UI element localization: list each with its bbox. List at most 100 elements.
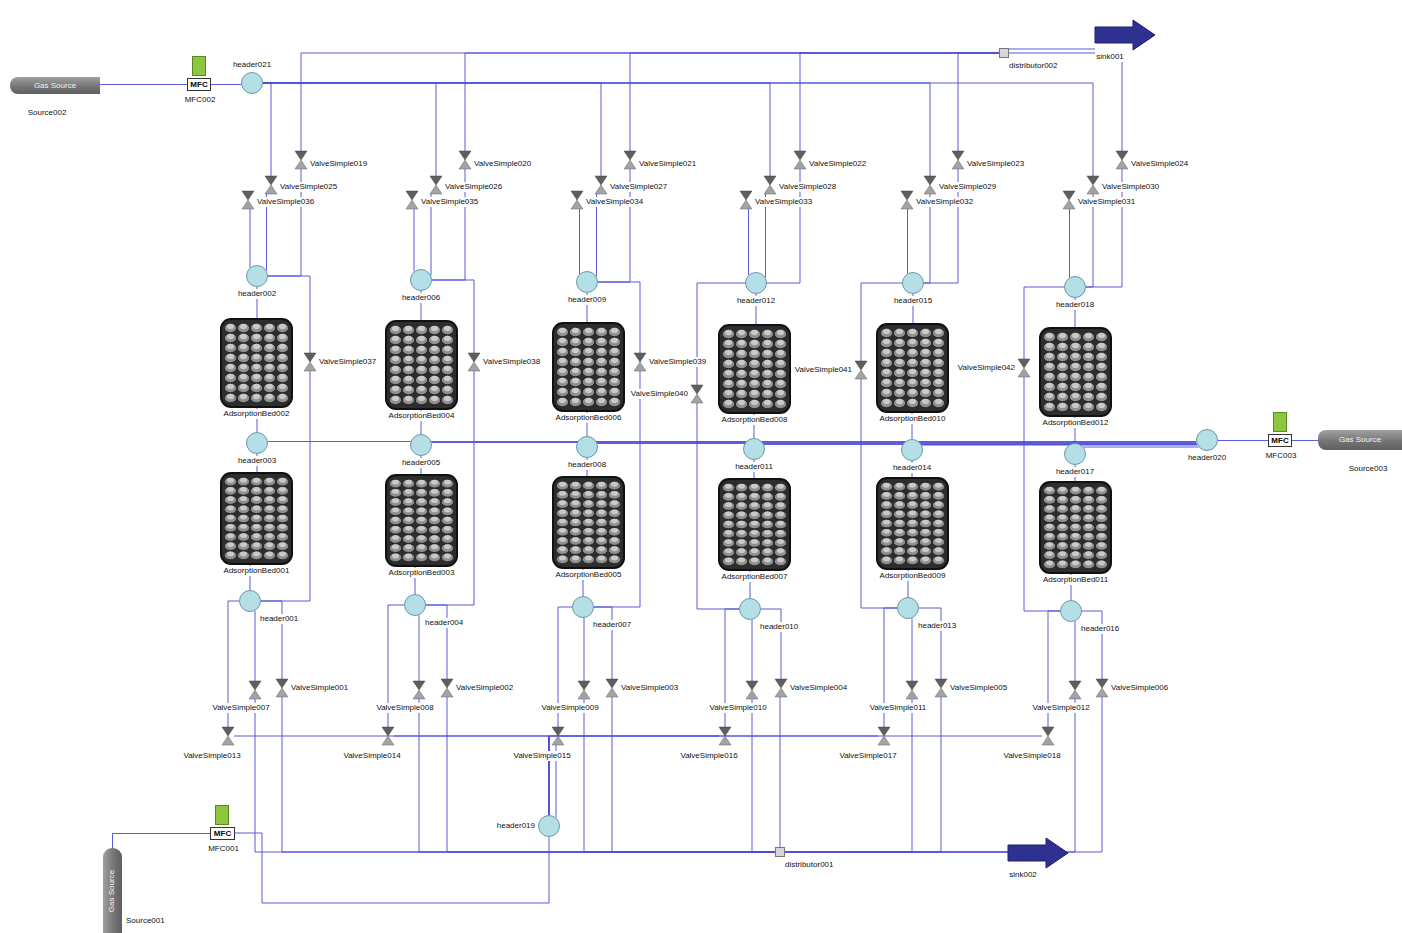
bed-graphic — [385, 320, 458, 410]
header-graphic — [745, 272, 767, 294]
bed-pellet-shine — [431, 498, 438, 503]
bed-pellet — [1043, 392, 1055, 401]
bed-pellet-shine — [1098, 542, 1105, 547]
bed-pellet — [1095, 514, 1107, 523]
bed-pellet-shine — [431, 554, 438, 559]
bed-pellet — [441, 365, 453, 374]
bed-pellet-shine — [431, 535, 438, 540]
bed-pellet-shine — [253, 542, 260, 547]
bed-pellet-shine — [1072, 343, 1079, 349]
bed-pellet — [1056, 523, 1068, 532]
valve-upper — [1087, 176, 1099, 185]
bed-pellet — [880, 510, 892, 519]
bed-pellet-shine — [392, 480, 399, 485]
bed-pellet — [263, 542, 275, 551]
valve-upper — [952, 151, 964, 160]
bed-pellet-shine — [598, 368, 605, 374]
bed-pellet — [389, 498, 401, 507]
bed-pellet — [1095, 392, 1107, 401]
header-circle: header006 — [410, 269, 432, 291]
valve-upper — [901, 191, 913, 200]
valve-lower — [906, 690, 918, 699]
valve-symbol: ValveSimple020 — [459, 151, 471, 169]
bed-pellet — [1069, 332, 1081, 341]
node-label: AdsorptionBed005 — [555, 570, 623, 580]
node-label: header015 — [893, 296, 933, 306]
valve-graphic — [265, 176, 277, 194]
node-label: ValveSimple034 — [585, 197, 644, 207]
bed-pellet — [774, 493, 786, 502]
bed-pellet — [1082, 560, 1094, 569]
bed-pellet — [402, 375, 414, 384]
valve-symbol: ValveSimple034 — [571, 191, 583, 209]
bed-pellet-shine — [585, 368, 592, 374]
bed-pellet — [224, 323, 236, 332]
bed-pellet-shine — [922, 538, 929, 543]
bed-pellet-shine — [598, 491, 605, 496]
bed-pellet — [250, 323, 262, 332]
bed-pellet-shine — [279, 384, 286, 390]
bed-pellet-shine — [1072, 561, 1079, 566]
sink-graphic — [1095, 20, 1155, 50]
bed-pellet — [595, 387, 607, 396]
bed-pellet-shine — [1085, 505, 1092, 510]
bed-pellet-shine — [764, 521, 771, 526]
pipe-line — [907, 209, 908, 273]
header-circle: header020 — [1196, 429, 1218, 451]
header-circle: header015 — [902, 272, 924, 294]
pipe-line — [1075, 621, 1076, 681]
bed-pellet-shine — [240, 496, 247, 501]
bed-pellet-shine — [1085, 363, 1092, 369]
bed-pellet-shine — [431, 517, 438, 522]
valve-upper — [441, 679, 453, 688]
bed-pellet-shine — [431, 346, 438, 352]
bed-pellet-shine — [585, 528, 592, 533]
valve-graphic — [901, 191, 913, 209]
bed-pellet-shine — [935, 510, 942, 515]
bed-pellet-shine — [896, 501, 903, 506]
valve-symbol: ValveSimple033 — [740, 191, 752, 209]
bed-pellet — [1095, 382, 1107, 391]
bed-pellet-shine — [909, 359, 916, 365]
valve-graphic — [1063, 191, 1075, 209]
bed-pellet — [748, 369, 760, 378]
valve-symbol: ValveSimple027 — [595, 176, 607, 194]
bed-pellet — [415, 335, 427, 344]
valve-graphic — [935, 679, 947, 697]
node-label: ValveSimple011 — [869, 703, 928, 713]
bed-pellet — [250, 487, 262, 496]
valve-symbol: ValveSimple038 — [468, 353, 480, 371]
bed-pellet-shine — [598, 328, 605, 334]
node-label: ValveSimple035 — [420, 197, 479, 207]
node-label: ValveSimple005 — [949, 683, 1008, 693]
bed-pellet-shine — [266, 374, 273, 380]
bed-pellet-shine — [585, 328, 592, 334]
bed-pellet-shine — [227, 524, 234, 529]
bed-pellet-shine — [1085, 542, 1092, 547]
bed-pellet-shine — [738, 350, 745, 356]
bed-pellet — [556, 357, 568, 366]
valve-upper — [304, 353, 316, 362]
bed-pellet-shine — [253, 364, 260, 370]
bed-pellet-shine — [585, 398, 592, 404]
valve-graphic — [595, 176, 607, 194]
bed-pellet-shine — [585, 348, 592, 354]
bed-pellet — [1082, 551, 1094, 560]
bed-pellet-shine — [1059, 353, 1066, 359]
bed-pellet-shine — [444, 336, 451, 342]
bed-pellet — [608, 397, 620, 406]
bed-pellet-shine — [240, 324, 247, 330]
bed-pellet — [402, 498, 414, 507]
adsorption-bed: AdsorptionBed006 — [552, 322, 625, 412]
bed-pellet — [774, 329, 786, 338]
bed-pellet-shine — [777, 400, 784, 406]
bed-pellet-shine — [227, 515, 234, 520]
bed-pellet-shine — [922, 329, 929, 335]
bed-pellet-shine — [909, 520, 916, 525]
bed-pellet-shine — [1085, 524, 1092, 529]
bed-pellet-shine — [559, 378, 566, 384]
bed-pellet — [906, 368, 918, 377]
bed-pellet — [722, 502, 734, 511]
